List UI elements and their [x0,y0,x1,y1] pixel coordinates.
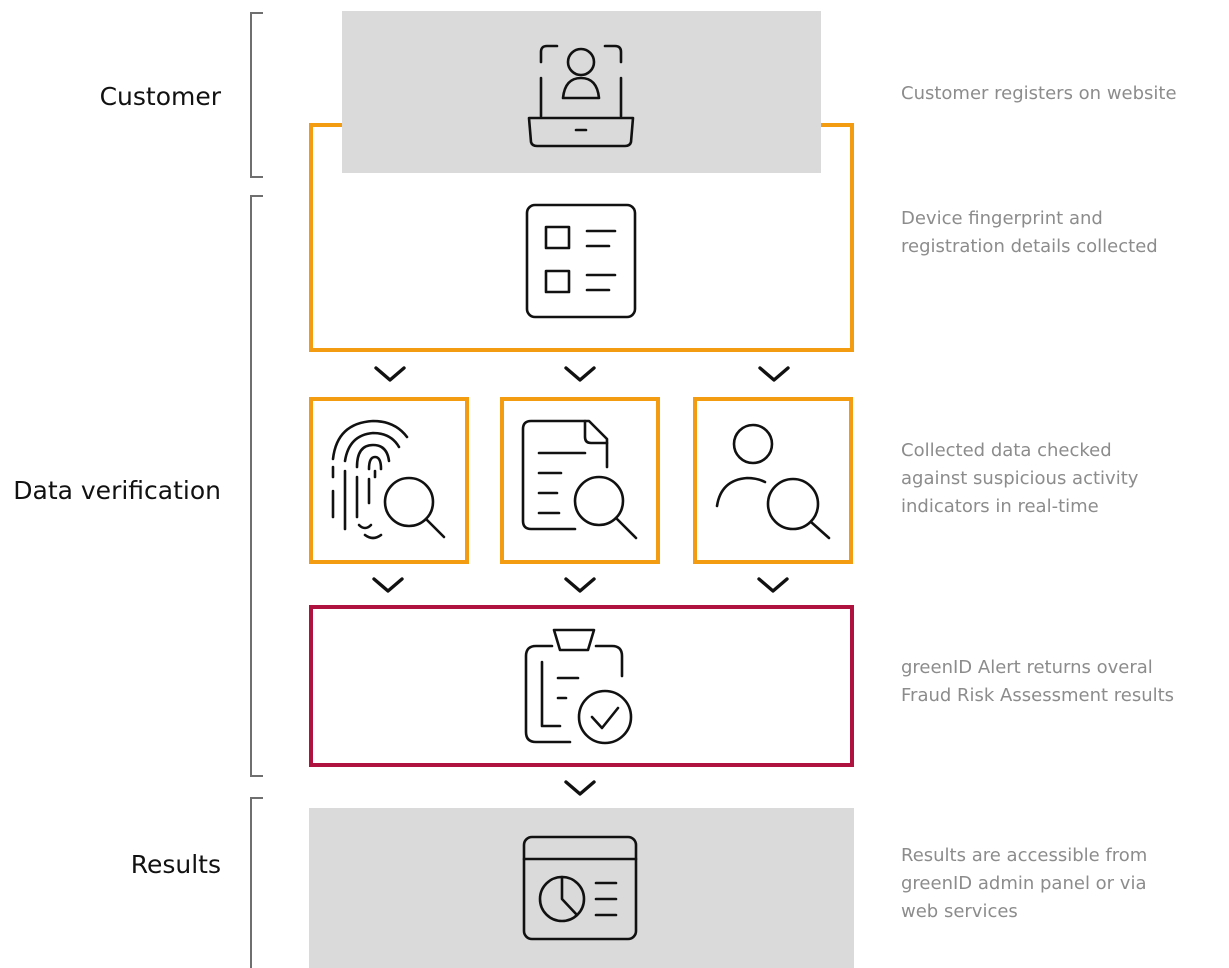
chevron-down-icon [374,366,406,382]
customer-bracket [250,12,263,178]
document-search-icon [521,419,638,540]
user-search-icon [715,423,831,540]
results-bracket [250,797,263,968]
stage-label-results: Results [130,850,221,879]
description-alert: greenID Alert returns overal Fraud Risk … [901,657,1175,706]
chevron-down-icon [564,366,596,382]
checklist-form-icon [525,203,637,319]
description-results: Results are accessible from greenID admi… [901,845,1148,922]
stage-label-verification: Data verification [13,476,221,505]
dashboard-pie-chart-icon [522,835,638,941]
chevron-down-icon [564,780,596,796]
alert-result-box [309,605,854,767]
clipboard-check-icon [524,628,633,745]
chevron-down-icon [757,577,789,593]
description-check: Collected data checked against suspiciou… [901,440,1139,517]
description-collect: Device fingerprint and registration deta… [901,208,1158,257]
stage-label-customer: Customer [99,82,221,111]
laptop-user-icon [527,44,635,148]
description-register: Customer registers on website [901,83,1177,104]
fingerprint-search-icon [331,419,446,540]
chevron-down-icon [564,577,596,593]
verification-bracket [250,195,263,777]
chevron-down-icon [758,366,790,382]
chevron-down-icon [372,577,404,593]
